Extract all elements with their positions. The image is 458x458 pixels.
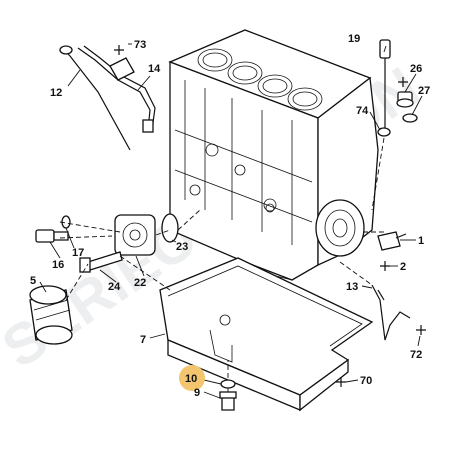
label-13: 13 [346,281,358,293]
dipstick-12 [59,45,131,151]
sensor-1 [377,231,407,251]
label-2: 2 [400,261,406,273]
label-1: 1 [418,235,424,247]
filler-cap-26 [396,91,414,108]
label-74: 74 [356,105,369,117]
o-ring-23 [161,213,179,243]
label-24: 24 [108,281,121,293]
label-16: 16 [52,259,64,271]
fitting-24 [79,251,123,273]
washer-17 [61,215,71,229]
label-27: 27 [418,85,430,97]
label-17: 17 [72,247,84,259]
cross-marker-72 [416,325,426,335]
label-14: 14 [148,63,161,75]
oil-filter-5 [29,285,73,345]
label-19: 19 [348,33,360,45]
cross-marker-70 [336,377,346,387]
washer-74 [377,127,391,137]
seal-27 [402,113,418,123]
bracket-73 [109,57,135,81]
label-7: 7 [140,334,146,346]
label-10: 10 [185,373,197,385]
label-73: 73 [134,39,146,51]
return-pipe-13 [371,284,411,341]
label-72: 72 [410,349,422,361]
label-12: 12 [50,87,62,99]
oil-pressure-switch-16 [35,229,69,243]
engine-block [168,29,379,281]
label-23: 23 [176,241,188,253]
cross-marker-26 [398,77,408,87]
washer-10 [220,379,236,389]
label-26: 26 [410,63,422,75]
dipstick-guide-14 [77,45,156,133]
label-5: 5 [30,275,36,287]
oil-cooler-22 [114,214,156,256]
oil-pan [159,257,374,412]
label-22: 22 [134,277,146,289]
cross-marker-2 [380,261,390,271]
cross-marker-73 [114,45,124,55]
label-9: 9 [194,387,200,399]
highlight-circle-10 [179,365,205,391]
drain-plug-9 [219,391,237,411]
label-70: 70 [360,375,372,387]
